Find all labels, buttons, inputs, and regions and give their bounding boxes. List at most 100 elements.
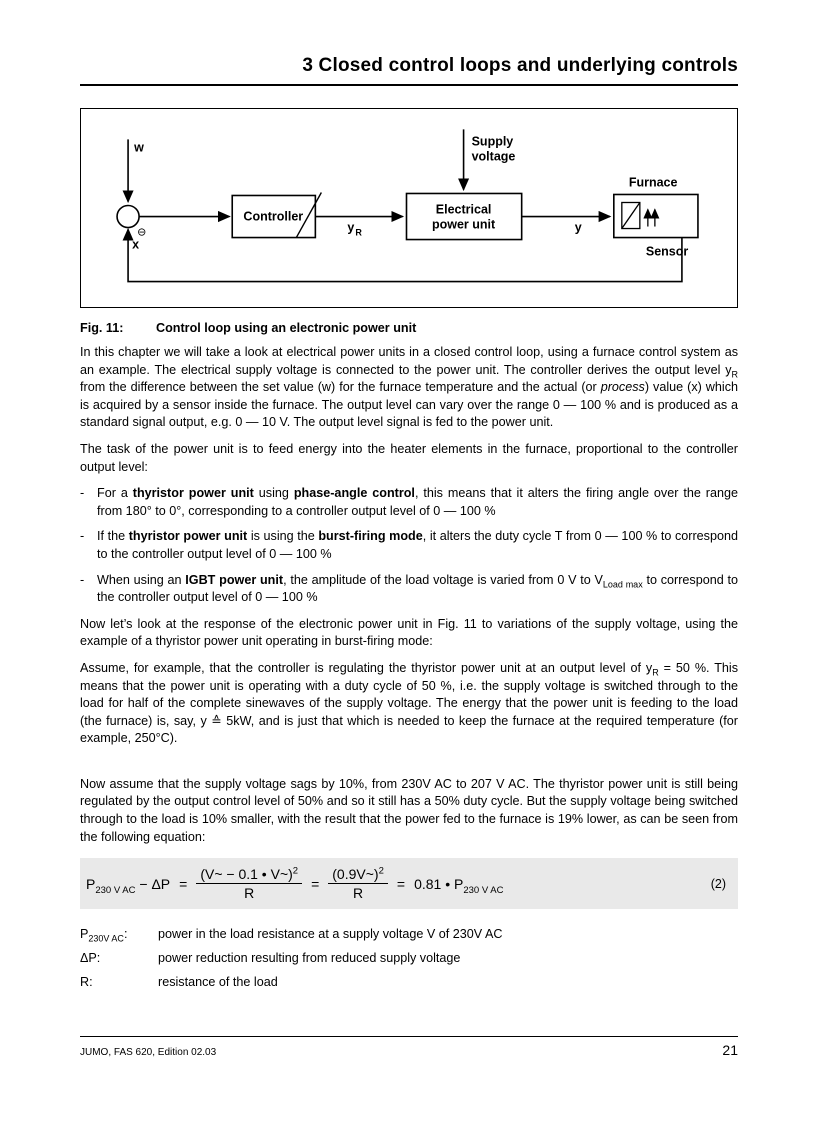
text-run: Assume, for example, that the controller… <box>80 660 653 675</box>
text-run: (0.9V~) <box>332 866 379 883</box>
bullet-dash: - <box>80 572 85 587</box>
definition-text: power in the load resistance at a supply… <box>158 927 738 941</box>
yr-signal-label: y <box>347 221 354 235</box>
supply-voltage-label-line1: Supply <box>472 134 514 148</box>
text-run: burst-firing mode <box>318 529 423 544</box>
equation-rhs: 0.81 • P230 V AC <box>414 875 503 895</box>
figure-11-diagram: w ⊖ x Controller y R Supply vol <box>80 108 738 308</box>
page-number: 21 <box>722 1042 738 1058</box>
figure-caption-label: Fig. 11: <box>80 321 124 335</box>
text-run: 230 V AC <box>463 884 504 896</box>
bullet-text-thyristor-phase-angle: For a thyristor power unit using phase-a… <box>97 485 738 520</box>
equation-2: P230 V AC − ΔP = (V~ − 0.1 • V~)2 R = (0… <box>80 858 738 910</box>
page-footer: JUMO, FAS 620, Edition 02.03 21 <box>80 1036 738 1058</box>
text-run: IGBT power unit <box>185 572 284 587</box>
list-item: - If the thyristor power unit is using t… <box>80 528 738 563</box>
text-run: using <box>253 486 294 501</box>
equals-sign: = <box>311 875 320 892</box>
text-run: , the amplitude of the load voltage is v… <box>283 572 603 587</box>
text-run: 2 <box>378 865 384 877</box>
text-run: : <box>123 927 128 942</box>
text-run: − ΔP <box>135 875 171 892</box>
yr-signal-subscript: R <box>355 228 362 238</box>
definition-row-p230: P230V AC: power in the load resistance a… <box>80 927 738 944</box>
figure-caption: Fig. 11: Control loop using an electroni… <box>80 321 738 335</box>
controller-label: Controller <box>243 210 303 224</box>
paragraph-assume: Assume, for example, that the controller… <box>80 660 738 748</box>
symbol-definitions: P230V AC: power in the load resistance a… <box>80 927 738 989</box>
text-run: to correspond to the controller output l… <box>97 572 738 605</box>
equation-number: (2) <box>710 876 726 891</box>
list-item: - When using an IGBT power unit, the amp… <box>80 572 738 607</box>
fraction-2-numerator: (0.9V~)2 <box>328 866 388 883</box>
actual-value-x-label: x <box>132 238 139 252</box>
text-run: power in the load resistance at a supply… <box>158 927 503 942</box>
heater-diagonal-line <box>621 202 641 229</box>
text-run: When using an <box>97 572 186 587</box>
text-run: from the difference between the set valu… <box>80 380 601 395</box>
list-item: - For a thyristor power unit using phase… <box>80 485 738 520</box>
power-unit-bullet-list: - For a thyristor power unit using phase… <box>80 485 738 607</box>
controller-box <box>231 194 317 239</box>
paragraph-voltage-sag: Now assume that the supply voltage sags … <box>80 776 738 846</box>
text-run: If the <box>97 529 129 544</box>
text-run: 230 V AC <box>95 884 136 896</box>
text-run: R: <box>80 975 93 990</box>
definition-term: R: <box>80 975 158 989</box>
bullet-dash: - <box>80 529 85 544</box>
equation-lhs: P230 V AC − ΔP <box>86 875 171 895</box>
text-run: (V~ − 0.1 • V~) <box>200 866 293 883</box>
definition-term: ΔP: <box>80 951 158 965</box>
definition-row-r: R: resistance of the load <box>80 975 738 989</box>
text-run: is using the <box>247 529 319 544</box>
equals-sign: = <box>396 875 406 892</box>
setpoint-w-label: w <box>133 140 144 154</box>
fraction-2-denominator: R <box>328 883 388 901</box>
text-run: R <box>652 667 659 678</box>
footer-rule <box>80 1036 738 1037</box>
text-run: 0.81 • P <box>414 875 464 892</box>
power-unit-label-line2: power unit <box>432 218 496 232</box>
header-rule <box>80 84 738 86</box>
fraction-1-denominator: R <box>196 883 303 901</box>
furnace-label: Furnace <box>629 175 678 189</box>
text-run: thyristor power unit <box>128 529 248 544</box>
text-run: = 50 %. This means that the power unit i… <box>80 660 738 746</box>
text-run: In this chapter we will take a look at e… <box>80 345 738 377</box>
power-unit-label-line1: Electrical <box>436 203 492 217</box>
control-loop-diagram: w ⊖ x Controller y R Supply vol <box>116 129 699 283</box>
text-run: P <box>86 875 96 892</box>
page-content: 3 Closed control loops and underlying co… <box>80 0 738 989</box>
definition-text: resistance of the load <box>158 975 738 989</box>
paragraph-intro: In this chapter we will take a look at e… <box>80 344 738 432</box>
minus-feedback-symbol: ⊖ <box>137 227 146 239</box>
text-run: power reduction resulting from reduced s… <box>158 951 461 966</box>
paragraph-response: Now let’s look at the response of the el… <box>80 616 738 651</box>
y-signal-label: y <box>575 221 582 235</box>
body-text: In this chapter we will take a look at e… <box>80 344 738 846</box>
definition-row-delta-p: ΔP: power reduction resulting from reduc… <box>80 951 738 965</box>
figure-caption-text: Control loop using an electronic power u… <box>156 321 417 335</box>
paragraph-task: The task of the power unit is to feed en… <box>80 441 738 476</box>
controller-characteristic-line <box>295 192 322 238</box>
equals-sign: = <box>179 875 188 892</box>
text-run: Now let’s look at the response of the el… <box>80 616 738 649</box>
feedback-line <box>122 227 683 283</box>
text-run: ) value (x) which is acquired by a senso… <box>80 380 738 430</box>
text-run: P <box>80 927 89 942</box>
footer-edition-text: JUMO, FAS 620, Edition 02.03 <box>80 1047 217 1058</box>
text-run: phase-angle control <box>293 486 415 501</box>
supply-voltage-label-line2: voltage <box>472 149 516 163</box>
footer-row: JUMO, FAS 620, Edition 02.03 21 <box>80 1042 738 1058</box>
text-run: 230V AC <box>88 933 124 944</box>
summing-junction <box>116 204 140 229</box>
bullet-dash: - <box>80 486 85 501</box>
sensor-label: Sensor <box>646 245 689 259</box>
text-run: , this means that it alters the firing a… <box>97 486 738 518</box>
text-run: Load max <box>602 579 643 590</box>
definition-term: P230V AC: <box>80 927 158 944</box>
chapter-title: 3 Closed control loops and underlying co… <box>302 55 738 76</box>
electrical-power-unit-box <box>405 192 523 241</box>
text-run: process <box>600 380 645 395</box>
